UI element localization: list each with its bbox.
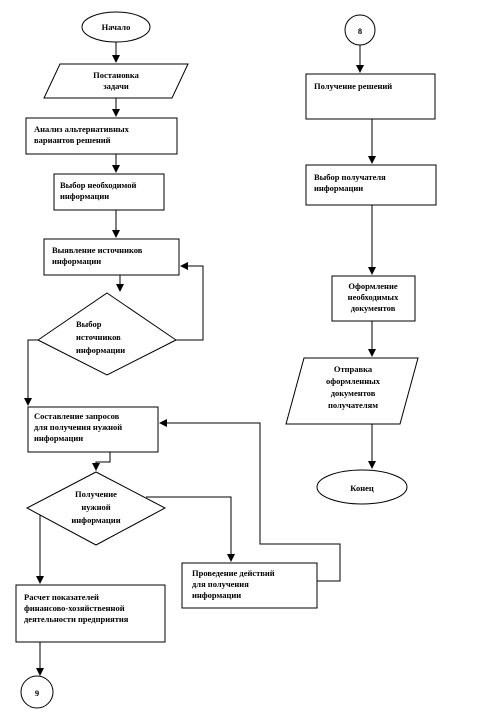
compose-requests-line-1: Составление запросов bbox=[34, 411, 120, 421]
prepare-docs-line-3: документов bbox=[351, 303, 396, 313]
select-info-line-1: Выбор необходимой bbox=[60, 180, 136, 190]
get-info-decision: Получение нужной информации bbox=[25, 471, 167, 546]
edge-choose-loop-back bbox=[176, 262, 204, 341]
choose-sources-line-2: источников bbox=[76, 332, 121, 342]
connector-8: 8 bbox=[344, 14, 376, 46]
get-info-line-2: нужной bbox=[81, 502, 110, 512]
calc-indicators-node: Расчет показателей финансово-хозяйственн… bbox=[15, 584, 166, 643]
send-docs-line-2: оформленных bbox=[326, 376, 381, 386]
calc-indicators-line-2: финансово-хозяйственной bbox=[24, 603, 125, 613]
connector-9: 9 bbox=[20, 675, 54, 709]
identify-sources-line-2: информации bbox=[52, 256, 101, 266]
identify-sources-line-1: Выявление источников bbox=[52, 245, 143, 255]
choose-recipient-node: Выбор получателя информации bbox=[305, 164, 437, 206]
prepare-docs-node: Оформление необходимых документов bbox=[331, 275, 416, 322]
problem-statement-line-1: Постановка bbox=[93, 70, 139, 80]
compose-requests-line-2: для получения нужной bbox=[34, 422, 122, 432]
conduct-actions-line-1: Проведение действий bbox=[192, 568, 275, 578]
send-docs-line-3: документов bbox=[331, 388, 376, 398]
end-terminator: Конец bbox=[316, 469, 408, 505]
send-docs-line-4: получателям bbox=[328, 400, 378, 410]
get-info-line-1: Получение bbox=[75, 489, 117, 499]
start-terminator: Начало bbox=[81, 11, 151, 43]
choose-recipient-line-2: информации bbox=[314, 183, 363, 193]
compose-requests-line-3: информации bbox=[34, 433, 83, 443]
get-decisions-label: Получение решений bbox=[314, 81, 392, 91]
choose-recipient-line-1: Выбор получателя bbox=[314, 172, 386, 182]
connector-8-label: 8 bbox=[358, 26, 362, 36]
choose-sources-line-1: Выбор bbox=[76, 319, 102, 329]
choose-sources-line-3: информации bbox=[76, 345, 125, 355]
edge-compose-to-get-info bbox=[92, 452, 111, 471]
problem-statement-line-2: задачи bbox=[103, 81, 129, 91]
identify-sources-node: Выявление источников информации bbox=[43, 238, 180, 276]
prepare-docs-line-1: Оформление bbox=[348, 281, 397, 291]
start-label: Начало bbox=[102, 22, 131, 32]
end-label: Конец bbox=[350, 483, 374, 493]
compose-requests-node: Составление запросов для получения нужно… bbox=[27, 406, 159, 453]
conduct-actions-line-2: для получения bbox=[192, 579, 249, 589]
edge-get-info-to-actions bbox=[146, 496, 235, 562]
get-decisions-node: Получение решений bbox=[305, 73, 436, 120]
send-docs-node: Отправка оформленных документов получате… bbox=[285, 357, 419, 425]
connector-9-label: 9 bbox=[35, 688, 39, 698]
edge-choose-to-compose bbox=[24, 339, 38, 406]
analysis-node: Анализ альтернативных вариантов решений bbox=[25, 117, 178, 155]
analysis-line-2: вариантов решений bbox=[34, 135, 111, 145]
select-info-line-2: информации bbox=[60, 191, 109, 201]
analysis-line-1: Анализ альтернативных bbox=[34, 124, 130, 134]
conduct-actions-node: Проведение действий для получения информ… bbox=[181, 562, 318, 609]
calc-indicators-line-1: Расчет показателей bbox=[24, 592, 99, 602]
calc-indicators-line-3: деятельности предприятия bbox=[24, 614, 129, 624]
get-info-line-3: информации bbox=[71, 515, 120, 525]
edge-actions-loop-back bbox=[159, 419, 341, 582]
select-info-node: Выбор необходимой информации bbox=[53, 173, 165, 211]
prepare-docs-line-2: необходимых bbox=[348, 292, 399, 302]
conduct-actions-line-3: информации bbox=[192, 590, 241, 600]
problem-statement-node: Постановка задачи bbox=[43, 63, 189, 99]
send-docs-line-1: Отправка bbox=[334, 364, 373, 374]
choose-sources-decision: Выбор источников информации bbox=[37, 292, 177, 376]
